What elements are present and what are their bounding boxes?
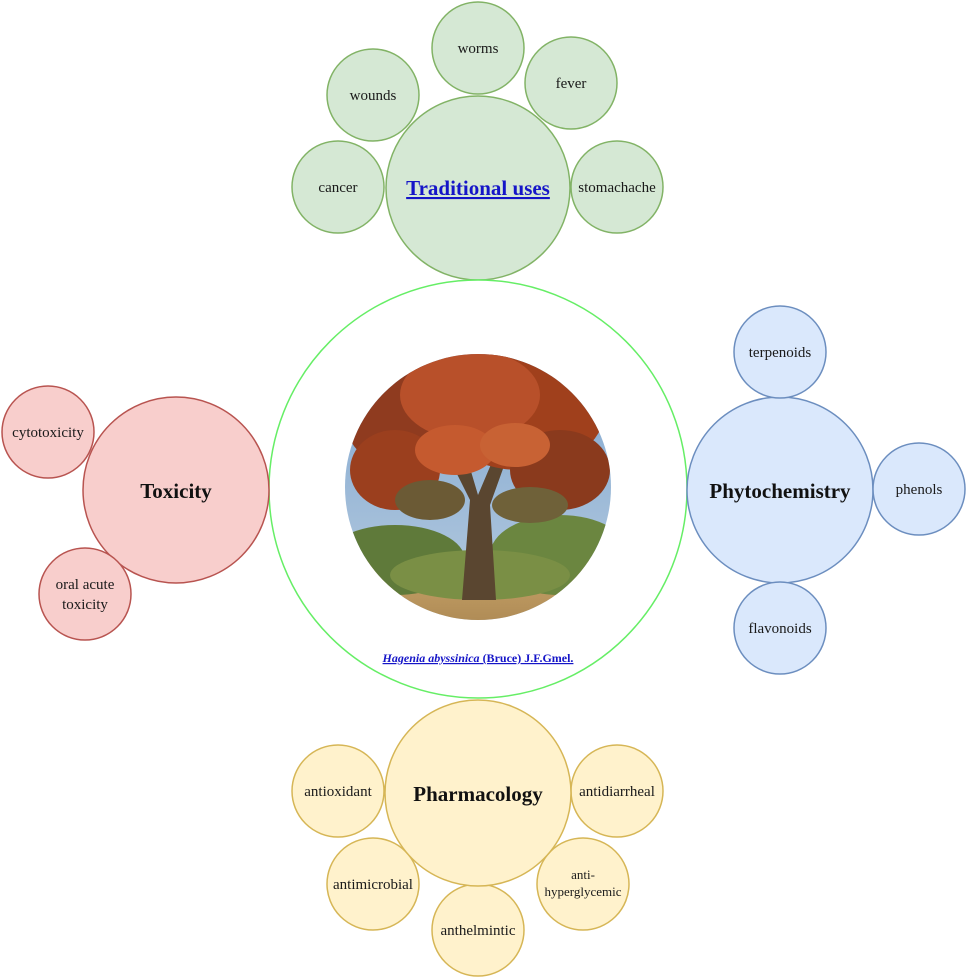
pharmacology-group: Pharmacology antioxidant antidiarrheal a… [291,699,664,977]
flavonoids-bubble[interactable] [733,581,827,675]
pharmacology-hub[interactable] [384,699,572,887]
center-group: Hagenia abyssinica (Bruce) J.F.Gmel. [268,279,688,699]
terpenoids-bubble[interactable] [733,305,827,399]
stomachache-label: stomachache [578,180,656,196]
toxicity-sub-label: toxicity [62,597,108,613]
phytochemistry-group: Phytochemistry terpenoids phenols flavon… [686,305,966,675]
traditional-uses-group: worms wounds fever cancer stomachache Tr… [291,1,664,281]
fever-bubble[interactable] [524,36,618,130]
worms-bubble[interactable] [431,1,525,95]
antihyperglycemic-bubble[interactable] [536,837,630,931]
antioxidant-label: antioxidant [304,784,372,800]
oral-acute-label: oral acute [56,577,115,593]
phytochemistry-title: Phytochemistry [709,479,851,503]
species-italic: Hagenia abyssinica [382,651,480,665]
phenols-bubble[interactable] [872,442,966,536]
cytotoxicity-label: cytotoxicity [12,425,84,441]
terpenoids-label: terpenoids [749,345,812,361]
cancer-bubble[interactable] [291,140,385,234]
anti-label: anti- [571,867,595,882]
wounds-label: wounds [350,88,397,104]
oral-acute-toxicity-bubble[interactable] [38,547,132,641]
worms-label: worms [458,41,499,57]
wounds-bubble[interactable] [326,48,420,142]
flavonoids-label: flavonoids [748,621,811,637]
pharmacology-title: Pharmacology [413,782,543,806]
species-authority: (Bruce) J.F.Gmel. [480,651,574,665]
species-caption-link[interactable]: Hagenia abyssinica (Bruce) J.F.Gmel. [382,651,574,665]
stomachache-bubble[interactable] [570,140,664,234]
toxicity-title: Toxicity [140,479,212,503]
antioxidant-bubble[interactable] [291,744,385,838]
antimicrobial-bubble[interactable] [326,837,420,931]
anthelmintic-label: anthelmintic [441,923,516,939]
hyperglycemic-label: hyperglycemic [544,884,621,899]
toxicity-hub[interactable] [82,396,270,584]
phenols-label: phenols [896,482,943,498]
antidiarrheal-label: antidiarrheal [579,784,655,800]
fever-label: fever [556,76,587,92]
toxicity-group: Toxicity cytotoxicity oral acute toxicit… [1,385,270,641]
cancer-label: cancer [318,180,357,196]
traditional-uses-title-link[interactable]: Traditional uses [406,176,550,200]
cytotoxicity-bubble[interactable] [1,385,95,479]
antimicrobial-label: antimicrobial [333,877,413,893]
